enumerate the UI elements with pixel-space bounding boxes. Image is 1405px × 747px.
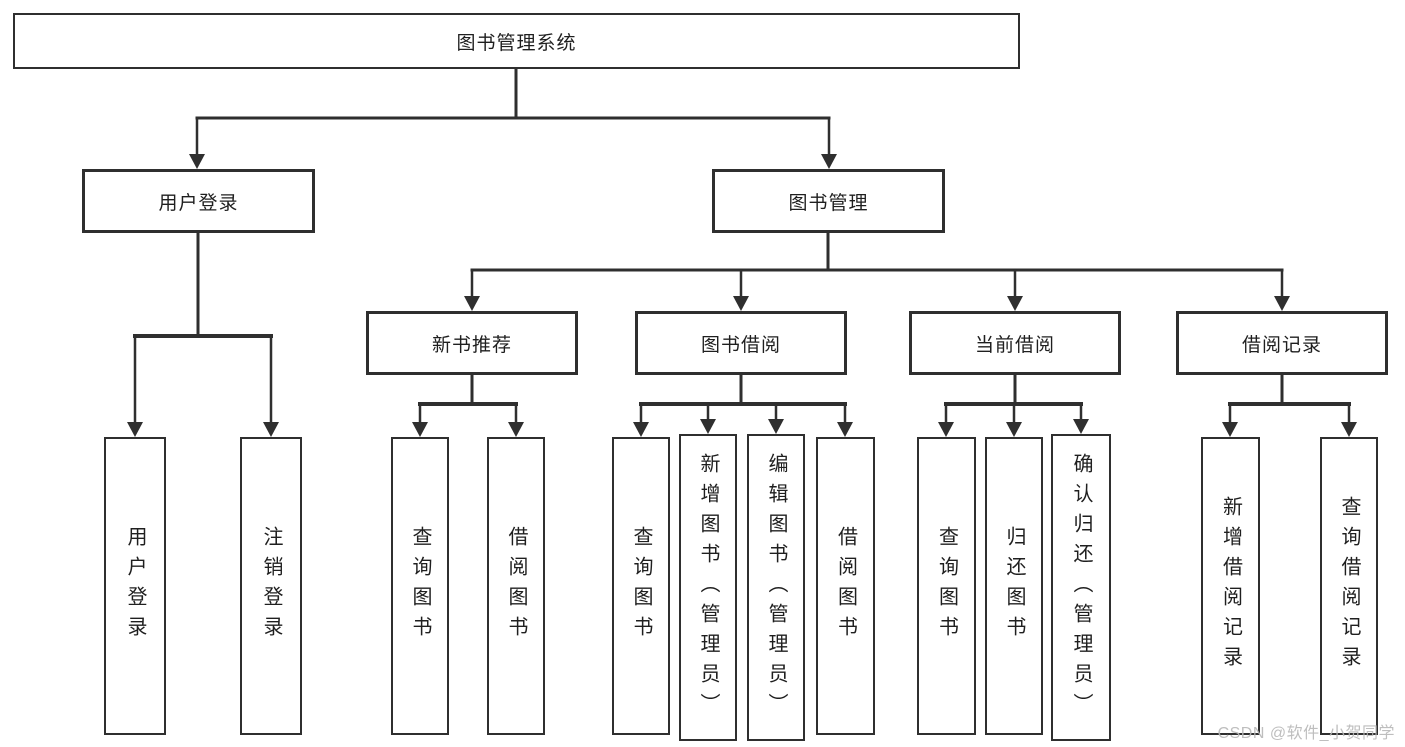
leaf-box-add-borrow-record: 新增借阅记录 <box>1201 437 1260 735</box>
leaf-box-user-login: 用户登录 <box>104 437 166 735</box>
leaf-label-user-login: 用户登录 <box>124 526 146 646</box>
leaf-label-borrow-book-recommend: 借阅图书 <box>505 526 527 646</box>
leaf-box-add-book-admin: 新增图书（管理员） <box>679 434 737 741</box>
leaf-box-borrow-book: 借阅图书 <box>816 437 875 735</box>
leaf-box-query-book-recommend: 查询图书 <box>391 437 449 735</box>
leaf-label-return-book: 归还图书 <box>1003 526 1025 646</box>
node-box-book-borrow: 图书借阅 <box>635 311 847 375</box>
node-label-user-login: 用户登录 <box>158 192 239 214</box>
leaf-label-query-book-recommend: 查询图书 <box>409 526 431 646</box>
node-label-new-book-recommend: 新书推荐 <box>431 334 512 356</box>
node-label-book-borrow: 图书借阅 <box>700 334 781 356</box>
leaf-label-query-book-borrow: 查询图书 <box>630 526 652 646</box>
watermark: CSDN @软件_小贺同学 <box>1217 725 1395 742</box>
leaf-label-add-book-admin: 新增图书（管理员） <box>697 452 719 723</box>
leaf-box-query-borrow-record: 查询借阅记录 <box>1320 437 1378 735</box>
leaf-label-confirm-return-admin: 确认归还（管理员） <box>1070 452 1092 723</box>
leaf-box-borrow-book-recommend: 借阅图书 <box>487 437 545 735</box>
node-box-current-borrow: 当前借阅 <box>909 311 1121 375</box>
leaf-box-logout: 注销登录 <box>240 437 302 735</box>
node-label-library-system: 图书管理系统 <box>456 32 577 54</box>
node-box-new-book-recommend: 新书推荐 <box>366 311 578 375</box>
leaf-box-confirm-return-admin: 确认归还（管理员） <box>1051 434 1111 741</box>
leaf-box-query-book-borrow: 查询图书 <box>612 437 670 735</box>
node-label-borrow-records: 借阅记录 <box>1241 334 1322 356</box>
leaf-label-borrow-book: 借阅图书 <box>834 526 857 646</box>
leaf-box-edit-book-admin: 编辑图书（管理员） <box>747 434 805 741</box>
node-box-user-login: 用户登录 <box>82 169 315 233</box>
node-label-book-management: 图书管理 <box>788 192 869 214</box>
node-box-borrow-records: 借阅记录 <box>1176 311 1388 375</box>
leaf-box-query-book-current: 查询图书 <box>917 437 976 735</box>
leaf-label-query-book-current: 查询图书 <box>935 526 958 646</box>
leaf-label-edit-book-admin: 编辑图书（管理员） <box>765 452 787 723</box>
node-box-book-management: 图书管理 <box>712 169 945 233</box>
node-label-current-borrow: 当前借阅 <box>974 334 1055 356</box>
leaf-box-return-book: 归还图书 <box>985 437 1043 735</box>
leaf-label-query-borrow-record: 查询借阅记录 <box>1338 496 1360 676</box>
node-box-library-system: 图书管理系统 <box>13 13 1020 69</box>
leaf-label-add-borrow-record: 新增借阅记录 <box>1219 496 1242 676</box>
leaf-label-logout: 注销登录 <box>260 526 282 646</box>
